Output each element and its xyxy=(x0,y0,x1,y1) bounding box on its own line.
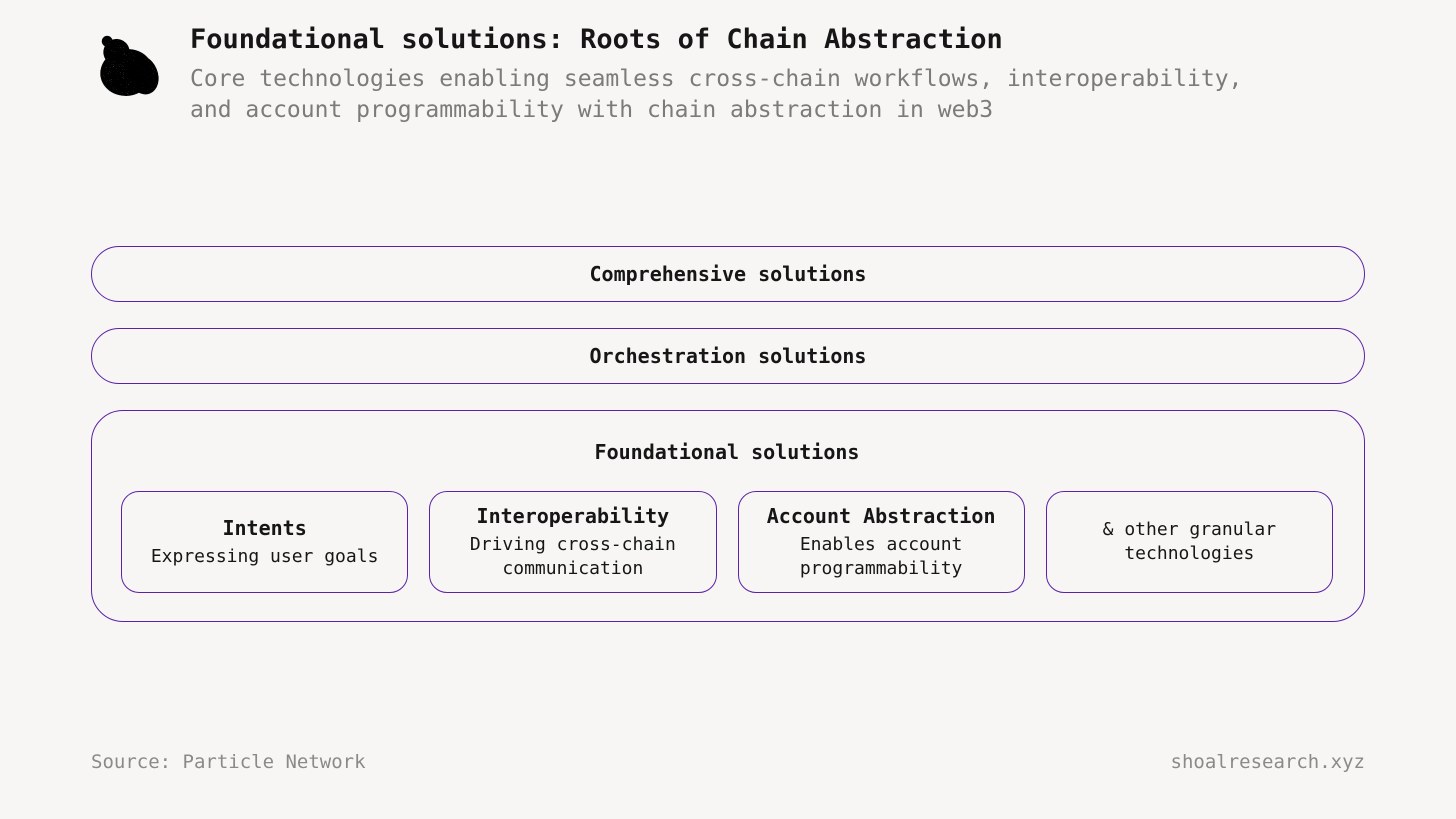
card-interoperability: Interoperability Driving cross-chain com… xyxy=(429,491,717,593)
layer-comprehensive-solutions: Comprehensive solutions xyxy=(91,246,1365,302)
seashell-logo-icon xyxy=(90,24,168,110)
header: Foundational solutions: Roots of Chain A… xyxy=(90,20,1242,126)
foundational-cards-row: Intents Expressing user goals Interopera… xyxy=(121,491,1333,593)
page-title: Foundational solutions: Roots of Chain A… xyxy=(190,24,1003,55)
card-interoperability-description: Driving cross-chain communication xyxy=(469,534,676,579)
card-account-abstraction: Account Abstraction Enables account prog… xyxy=(737,491,1025,593)
card-intents-description: Expressing user goals xyxy=(150,546,379,567)
source-credit: Source: Particle Network xyxy=(91,751,366,773)
card-other-granular-technologies: & other granular technologies xyxy=(1045,491,1333,593)
header-text: Foundational solutions: Roots of Chain A… xyxy=(190,20,1242,126)
solutions-stack-diagram: Comprehensive solutions Orchestration so… xyxy=(91,246,1365,622)
layer-orchestration-label: Orchestration solutions xyxy=(589,344,867,368)
page-subtitle: Core technologies enabling seamless cros… xyxy=(190,64,1242,126)
layer-orchestration-solutions: Orchestration solutions xyxy=(91,328,1365,384)
layer-foundational-label: Foundational solutions xyxy=(594,440,860,464)
page-subtitle-line-1: Core technologies enabling seamless cros… xyxy=(190,66,1243,92)
page-subtitle-line-2: and account programmability with chain a… xyxy=(190,97,994,123)
layer-foundational-solutions: Foundational solutions Intents Expressin… xyxy=(91,410,1365,622)
card-intents: Intents Expressing user goals xyxy=(121,491,409,593)
layer-comprehensive-label: Comprehensive solutions xyxy=(589,262,867,286)
footer: Source: Particle Network shoalresearch.x… xyxy=(91,749,1365,775)
website-text: shoalresearch.xyz xyxy=(1170,751,1365,773)
card-account-abstraction-title: Account Abstraction xyxy=(766,504,996,528)
card-account-abstraction-description: Enables account programmability xyxy=(799,534,963,579)
card-other-granular-technologies-description: & other granular technologies xyxy=(1102,519,1277,564)
card-intents-title: Intents xyxy=(222,516,307,540)
card-interoperability-title: Interoperability xyxy=(476,504,670,528)
